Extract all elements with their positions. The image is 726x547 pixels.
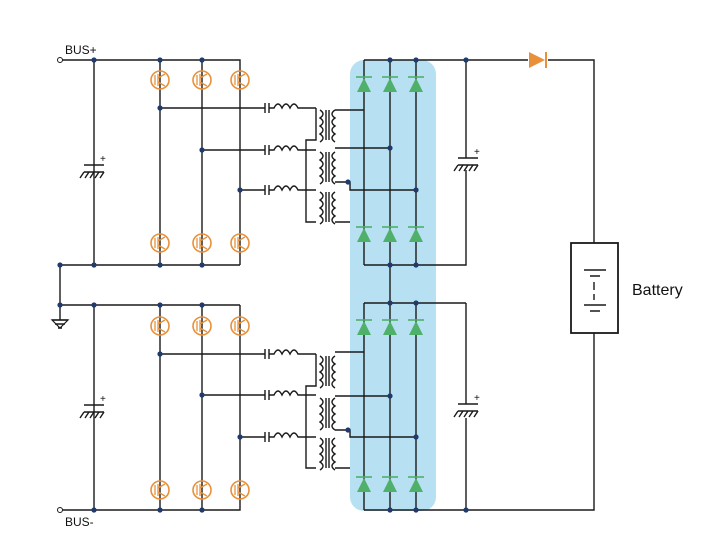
igbt-icon xyxy=(230,316,250,336)
igbt-icon xyxy=(150,70,170,90)
igbt-icon xyxy=(150,233,170,253)
svg-text:+: + xyxy=(474,147,480,158)
output-diode-icon xyxy=(529,52,547,68)
diode-icon xyxy=(408,476,424,492)
igbt-icon xyxy=(192,316,212,336)
diode-icon xyxy=(356,319,372,335)
battery-label: Battery xyxy=(632,282,683,299)
diode-icon xyxy=(382,476,398,492)
diode-icon xyxy=(382,226,398,242)
transformer-icon xyxy=(305,351,416,471)
bus-minus-terminal xyxy=(57,507,63,513)
svg-text:+: + xyxy=(474,393,480,404)
ground-icon xyxy=(50,319,70,329)
diode-icon xyxy=(356,476,372,492)
diode-icon xyxy=(408,226,424,242)
diode-icon xyxy=(356,226,372,242)
svg-text:+: + xyxy=(100,154,106,165)
igbt-icon xyxy=(192,480,212,500)
igbt-icon xyxy=(192,70,212,90)
rectifier-highlight xyxy=(350,60,436,511)
diode-icon xyxy=(356,76,372,92)
igbt-icon xyxy=(150,316,170,336)
battery-icon xyxy=(570,242,619,334)
diode-icon xyxy=(408,319,424,335)
lower-resonant-tank xyxy=(264,349,316,442)
diode-icon xyxy=(382,319,398,335)
capacitor-icon: + xyxy=(79,154,106,179)
igbt-icon xyxy=(230,70,250,90)
igbt-icon xyxy=(230,233,250,253)
capacitor-icon: + xyxy=(453,147,480,172)
bus-plus-label: BUS+ xyxy=(65,43,97,57)
upper-resonant-tank xyxy=(264,103,316,195)
svg-text:+: + xyxy=(100,394,106,405)
input-rails xyxy=(59,59,265,511)
bus-plus-terminal xyxy=(57,57,63,63)
diode-icon xyxy=(408,76,424,92)
igbt-icon xyxy=(150,480,170,500)
transformer-icon xyxy=(305,108,416,225)
capacitor-icon: + xyxy=(79,394,106,419)
igbt-icon xyxy=(192,233,212,253)
igbt-icon xyxy=(230,480,250,500)
capacitor-icon: + xyxy=(453,393,480,418)
junction-dots xyxy=(57,57,469,513)
diode-icon xyxy=(382,76,398,92)
bus-minus-label: BUS- xyxy=(65,515,94,529)
